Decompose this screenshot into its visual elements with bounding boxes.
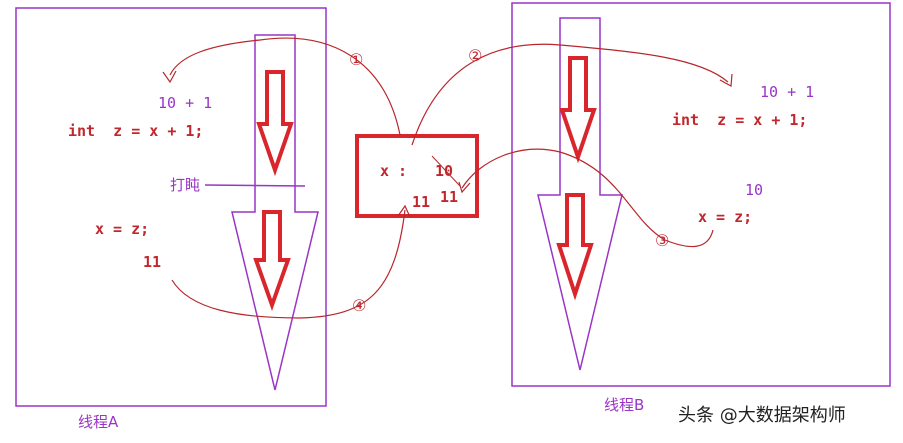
watermark: 头条 @大数据架构师 [678,405,846,426]
thread-a-timeline-arrow [231,34,319,391]
thread-b-assign-code: int z = x + 1; [672,111,808,129]
step-2-marker: ② [468,46,483,65]
thread-a-exec-arrow-2 [253,210,291,311]
thread-a-interrupt-label: 打盹 [170,176,201,194]
thread-a-frame [15,7,327,407]
thread-a-exec-arrow-1 [256,70,294,177]
thread-b-exec-arrow-2 [556,193,594,301]
curve-step-2-head [719,73,733,87]
curve-step-1 [169,37,401,136]
memory-old-value: 10 [435,162,454,180]
interrupt-marker-line [204,184,306,187]
thread-a-title: 线程A [78,413,119,431]
thread-b-write-value: 10 [745,181,764,199]
thread-b-title: 线程B [604,396,645,414]
curve-step-1-head [162,70,177,84]
memory-overwrite-a: 11 [412,193,431,211]
thread-b-timeline-arrow [537,17,623,371]
strike-mark [431,155,461,187]
thread-b-frame [511,2,891,387]
thread-b-read-value: 10 + 1 [760,83,815,101]
thread-b-write-code: x = z; [698,208,753,226]
curve-step-2 [411,43,729,146]
memory-box [355,134,479,218]
step-4-marker: ④ [352,296,367,315]
thread-a-read-value: 10 + 1 [158,94,213,112]
step-1-marker: ① [349,50,364,69]
curve-step-4-head [397,204,411,218]
thread-a-write-code: x = z; [95,220,150,238]
memory-label: x : [380,162,408,180]
memory-overwrite-b: 11 [440,188,459,206]
curve-step-4 [171,209,406,319]
step-3-marker: ③ [655,231,670,250]
thread-a-assign-code: int z = x + 1; [68,122,204,140]
thread-a-write-value: 11 [143,253,162,271]
curve-step-3 [461,148,714,248]
thread-b-exec-arrow-1 [559,56,597,164]
